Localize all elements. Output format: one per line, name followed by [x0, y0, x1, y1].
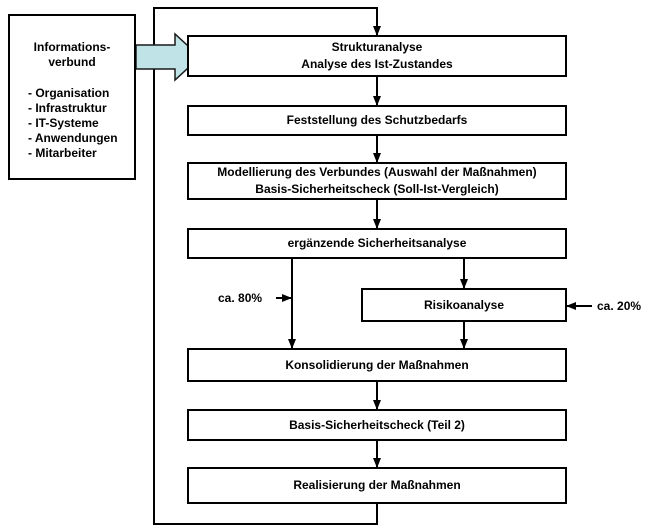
step-strukturanalyse: Strukturanalyse Analyse des Ist-Zustande…: [187, 35, 567, 77]
step-schutzbedarf: Feststellung des Schutzbedarfs: [187, 105, 567, 136]
label-share-right: ca. 20%: [597, 299, 642, 313]
step-modellierung-line1: Modellierung des Verbundes (Auswahl der …: [217, 165, 537, 179]
step-schutzbedarf-label: Feststellung des Schutzbedarfs: [286, 113, 468, 127]
informationsverbund-box: Informations- verbund - Organisation - I…: [8, 14, 136, 180]
step-konsolidierung-label: Konsolidierung der Maßnahmen: [285, 357, 469, 372]
step-realisierung-label: Realisierung der Maßnahmen: [293, 478, 461, 492]
step-basis-sicherheitscheck-teil2: Basis-Sicherheitscheck (Teil 2): [187, 409, 567, 441]
step-ergaenzende-sicherheitsanalyse: ergänzende Sicherheitsanalyse: [187, 228, 567, 259]
step-modellierung: Modellierung des Verbundes (Auswahl der …: [187, 162, 567, 200]
step-strukturanalyse-line1: Strukturanalyse: [331, 40, 423, 54]
step-risikoanalyse-label: Risikoanalyse: [423, 297, 505, 312]
step-basis-teil2-label: Basis-Sicherheitscheck (Teil 2): [289, 417, 465, 432]
list-item: - IT-Systeme: [28, 116, 99, 130]
list-item: - Infrastruktur: [28, 101, 107, 115]
list-item: - Mitarbeiter: [28, 146, 97, 160]
informationsverbund-title: Informations- verbund: [33, 40, 111, 69]
step-strukturanalyse-line2: Analyse des Ist-Zustandes: [301, 57, 453, 71]
step-risikoanalyse: Risikoanalyse: [361, 288, 567, 322]
step-ergaenzende-label: ergänzende Sicherheitsanalyse: [287, 236, 467, 250]
feedback-loop-line: [153, 7, 378, 525]
step-modellierung-line2: Basis-Sicherheitscheck (Soll-Ist-Verglei…: [255, 182, 499, 196]
list-item: - Anwendungen: [28, 131, 118, 145]
step-konsolidierung: Konsolidierung der Maßnahmen: [187, 348, 567, 382]
informationsverbund-list: - Organisation - Infrastruktur - IT-Syst…: [28, 86, 134, 161]
step-realisierung: Realisierung der Maßnahmen: [187, 467, 567, 504]
label-share-left: ca. 80%: [218, 291, 263, 305]
list-item: - Organisation: [28, 86, 110, 100]
